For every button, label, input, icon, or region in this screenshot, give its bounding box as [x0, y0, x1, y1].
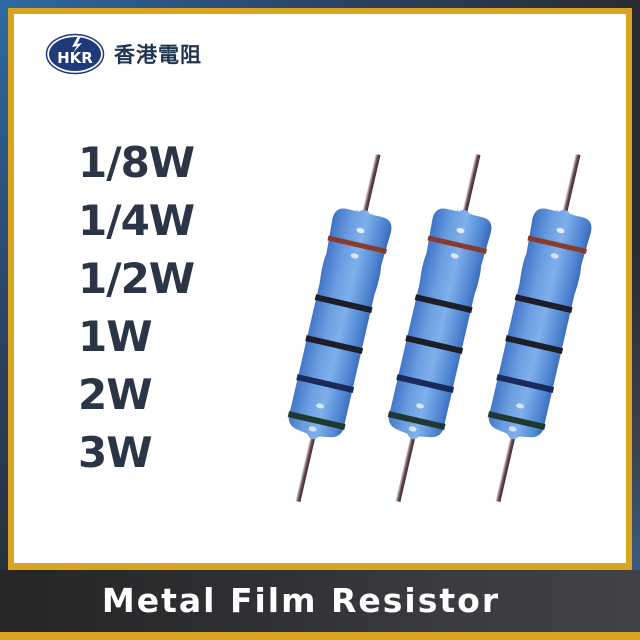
rating-item: 1/4W: [78, 196, 195, 245]
resistor-3: [468, 147, 608, 509]
product-title: Metal Film Resistor: [101, 581, 501, 620]
power-ratings-list: 1/8W 1/4W 1/2W 1W 2W 3W: [78, 134, 195, 482]
title-bar: [0, 570, 640, 632]
rating-item: 1W: [78, 312, 153, 361]
resistor-2: [368, 147, 508, 509]
rating-item: 1/2W: [78, 254, 195, 303]
resistor-1: [268, 147, 408, 509]
brand-name: 香港電阻: [114, 43, 202, 67]
rating-item: 3W: [78, 428, 153, 477]
rating-item: 1/8W: [78, 138, 195, 187]
rating-item: 2W: [78, 370, 153, 419]
bottom-gold-strip: [0, 632, 640, 640]
svg-text:HKR: HKR: [57, 49, 93, 67]
hkr-logo-icon: HKR: [45, 33, 105, 75]
